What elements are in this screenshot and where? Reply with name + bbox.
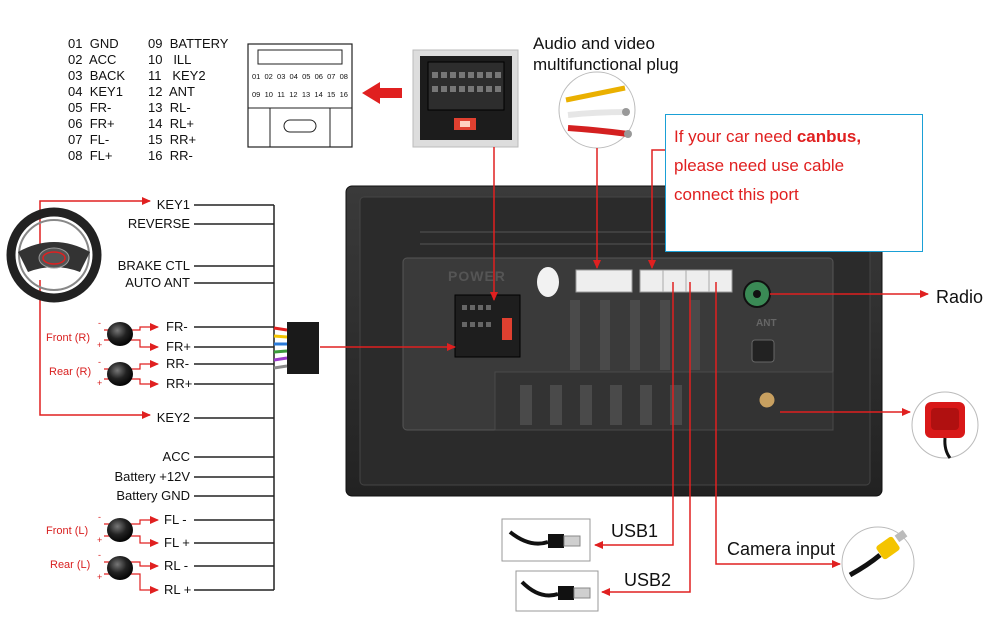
pin-number: 10 [264,90,273,99]
pin-label: 08 FL+ [68,148,113,163]
wire-label-fr-plus: FR+ [166,339,191,354]
rca-cable-image [558,71,636,149]
speaker-label-rear-r: Rear (R) [49,366,92,378]
usb-cable-icon [501,518,591,562]
pin-number: 01 [252,72,261,81]
pin-number: 16 [339,90,348,99]
connector-top-row: 01 02 03 04 05 06 07 08 [252,72,348,81]
ant-label: ANT [756,318,777,329]
speaker-icon [107,362,133,386]
pin-label: 04 KEY1 [68,84,123,99]
power-label: POWER [448,268,506,284]
wire-label-rl-plus: RL + [164,582,192,597]
connector-pinout-drawing [247,43,353,148]
camera-rca-icon [841,526,915,600]
speaker-label-front-l: Front (L) [46,525,89,537]
gps-antenna-icon [911,391,979,459]
wire-label-battery-12v: Battery +12V [114,469,190,484]
pin-label: 15 RR+ [148,132,197,147]
usb1-label: USB1 [611,521,659,541]
av-plug-photo [412,49,519,148]
speaker-icon [107,322,133,346]
plus-sign: + [97,378,103,388]
pin-label: 10 ILL [148,52,192,67]
pin-number: 13 [301,90,311,99]
wire-label-reverse: REVERSE [127,216,190,231]
pin-number: 15 [327,90,336,99]
radio-label: Radio [936,287,984,307]
pin-label: 13 RL- [148,100,191,115]
pin-number: 12 [289,90,298,99]
canbus-note: If your car need canbus, please need use… [665,114,923,252]
pin-number: 06 [314,72,323,81]
steering-wheel-icon [6,207,102,303]
connector-bottom-row: 09 10 11 12 13 14 15 16 [252,90,348,99]
pin-number: 08 [339,72,348,81]
plus-sign: + [97,535,103,545]
pin-label: 01 GND [68,36,119,51]
pin-number: 14 [314,90,323,99]
canbus-line-1: If your car need canbus, [674,127,862,146]
minus-sign: - [98,357,101,367]
pointer-arrow-icon [362,82,402,104]
pin-label: 05 FR- [68,100,112,115]
speaker-label-rear-l: Rear (L) [50,559,91,571]
pin-number: 04 [289,72,298,81]
plus-sign: + [97,572,103,582]
pin-label: 14 RL+ [148,116,194,131]
wire-label-rr-minus: RR- [166,356,190,371]
wire-label-key1: KEY1 [156,197,190,212]
speaker-label-front-r: Front (R) [46,332,90,344]
camera-input-label: Camera input [727,539,836,559]
pin-label: 09 BATTERY [148,36,229,51]
pin-label: 11 KEY2 [148,68,206,83]
pin-label: 16 RR- [148,148,193,163]
pin-number: 07 [327,72,336,81]
wire-label-rr-plus: RR+ [166,376,193,391]
usb2-label: USB2 [624,570,672,590]
minus-sign: - [98,550,101,560]
pin-number: 09 [252,90,261,99]
head-unit-back [345,185,883,497]
wire-label-fl-plus: FL + [164,535,190,550]
wire-label-fr-minus: FR- [166,319,188,334]
pin-label: 06 FR+ [68,116,115,131]
wire-label-rl-minus: RL - [164,558,189,573]
minus-sign: - [98,318,101,328]
speaker-icon [107,556,133,580]
pin-label: 02 ACC [68,52,117,67]
canbus-line-3: connect this port [674,185,799,204]
harness-plug-icon [273,322,319,374]
av-plug-title: Audio and video multifunctional plug [533,34,679,74]
pin-label: 03 BACK [68,68,126,83]
minus-sign: - [98,512,101,522]
pin-number: 11 [277,90,285,99]
usb-cable-icon [515,570,599,612]
pin-number: 03 [277,72,286,81]
pin-label: 07 FL- [68,132,110,147]
wire-label-brake: BRAKE CTL [117,258,190,273]
wire-label-auto-ant: AUTO ANT [125,275,190,290]
pin-number: 02 [264,72,273,81]
wire-label-acc: ACC [162,449,190,464]
wire-label-battery-gnd: Battery GND [116,488,190,503]
wire-label-key2: KEY2 [156,410,190,425]
harness-wires [194,204,275,591]
pin-label: 12 ANT [148,84,195,99]
pin-number: 05 [302,72,311,81]
canbus-line-2: please need use cable [674,156,845,175]
plus-sign: + [97,340,103,350]
wire-label-fl-minus: FL - [164,512,187,527]
speaker-icon [107,518,133,542]
